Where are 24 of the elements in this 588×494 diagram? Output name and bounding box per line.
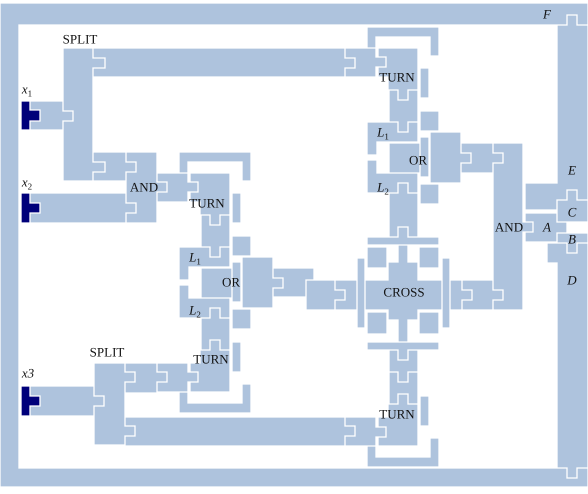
part-label: L$_{1}$ <box>189 250 201 264</box>
part-label: AND <box>130 180 158 194</box>
part-label: D <box>567 274 577 286</box>
part-label: TURN <box>189 196 225 210</box>
part-label: CROSS <box>383 286 425 298</box>
part-label: SPLIT <box>62 32 98 46</box>
part-label: x3 <box>22 366 34 380</box>
part-label: B <box>568 232 576 246</box>
part-label: AND <box>494 220 524 234</box>
part-label: A <box>543 220 551 234</box>
part-label: TURN <box>379 70 415 84</box>
part-label: C <box>568 206 576 218</box>
part-label: TURN <box>379 408 415 420</box>
part-label: x$_{2}$ <box>22 176 32 188</box>
part-label: x$_{1}$ <box>22 82 32 96</box>
part-label: TURN <box>193 352 229 366</box>
part-label: SPLIT <box>90 346 124 358</box>
part-label: OR <box>222 276 240 288</box>
part-label: L$_{2}$ <box>377 180 389 194</box>
part-label: E <box>568 164 576 176</box>
part-label: L$_{2}$ <box>189 304 201 316</box>
part-label: F <box>543 8 551 20</box>
part-label: L$_{1}$ <box>377 126 389 138</box>
part-label: OR <box>408 154 428 166</box>
